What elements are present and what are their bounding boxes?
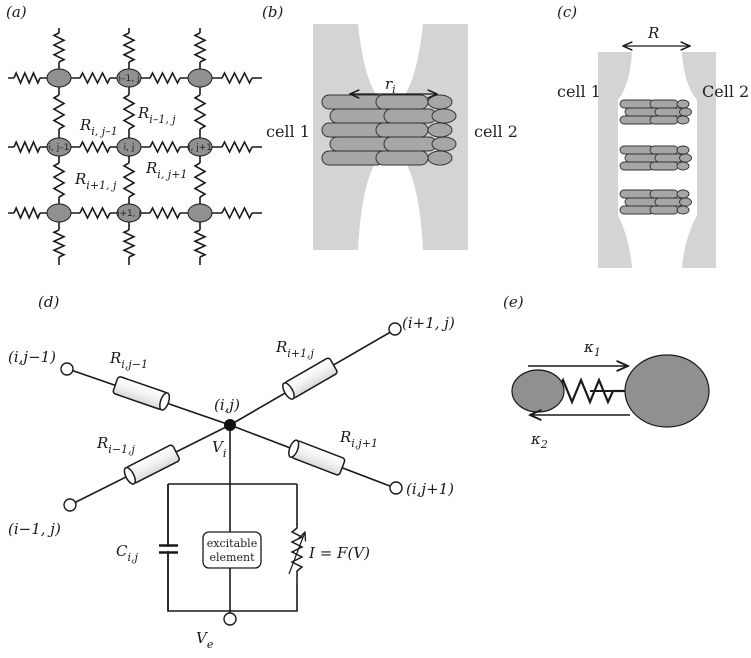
cell1-membrane-c bbox=[598, 52, 632, 268]
terminal-label-lower-right: (i,j+1) bbox=[406, 480, 454, 498]
terminal-lower-left bbox=[63, 498, 77, 512]
resistor-label-lower-left: Ri−1,j bbox=[96, 434, 136, 456]
label-r-i-jm1: Ri, j–1 bbox=[79, 116, 118, 138]
cell2-label-c: Cell 2 bbox=[702, 82, 749, 101]
cell2-membrane-b bbox=[396, 24, 468, 250]
terminal-label-upper-right: (i+1, j) bbox=[402, 314, 455, 332]
panel-c-label: (c) bbox=[557, 3, 577, 21]
terminal-label-lower-left: (i−1, j) bbox=[8, 520, 61, 538]
terminal-upper-right bbox=[388, 322, 402, 336]
node-label-center: i, j bbox=[124, 143, 135, 153]
node-center bbox=[116, 137, 142, 157]
panel-b: (b) ri cell 1 cell 2 bbox=[262, 3, 518, 250]
resistor-lower-left bbox=[123, 444, 180, 485]
capacitor bbox=[150, 544, 186, 554]
element-label-line1: excitable bbox=[207, 537, 257, 550]
resistor-lower-right bbox=[288, 439, 346, 476]
channel-bundle-b bbox=[321, 94, 457, 166]
resistor-upper-left bbox=[112, 376, 171, 411]
panel-e: (e) κ1 κ2 bbox=[503, 293, 710, 451]
element-label-line2: element bbox=[210, 551, 256, 564]
radius-label-c: R bbox=[647, 24, 659, 42]
backward-rate-label: κ2 bbox=[530, 430, 548, 451]
terminal-lower-right bbox=[389, 481, 403, 495]
resistor-label-upper-right: Ri+1,j bbox=[275, 338, 315, 360]
panel-c: (c) R cell 1 Cell 2 bbox=[557, 3, 749, 268]
center-node-label: (i,j) bbox=[214, 396, 240, 414]
node-label-bottom: i+1, j bbox=[117, 209, 141, 219]
small-sphere bbox=[511, 369, 565, 413]
cell2-membrane-c bbox=[682, 52, 716, 268]
node-label-left: i, j–1 bbox=[49, 143, 70, 153]
node-left bbox=[46, 137, 72, 157]
node-right bbox=[187, 137, 213, 157]
ground-label: Ve bbox=[196, 629, 214, 651]
panel-a: (a) i–1, j i, j–1 i, j i, j+1 i+1, j Ri,… bbox=[6, 3, 262, 265]
node-bottom bbox=[116, 203, 142, 223]
resistor-upper-right bbox=[282, 357, 338, 400]
grid-nodes bbox=[46, 68, 213, 223]
radius-label-b: ri bbox=[385, 75, 396, 96]
panel-b-label: (b) bbox=[262, 3, 283, 21]
capacitor-label: Ci,j bbox=[116, 542, 138, 564]
label-r-i-jp1: Ri, j+1 bbox=[145, 159, 187, 181]
network-lines bbox=[67, 329, 396, 617]
center-node bbox=[224, 419, 236, 431]
label-r-ip1-j: Ri+1, j bbox=[74, 170, 117, 192]
terminal-upper-left bbox=[60, 362, 74, 376]
voltage-label: Vi bbox=[212, 438, 226, 460]
cell2-label-b: cell 2 bbox=[474, 122, 518, 141]
terminal-label-upper-left: (i,j−1) bbox=[8, 348, 56, 366]
terminals bbox=[60, 322, 403, 626]
current-label: I = F(V) bbox=[308, 544, 370, 562]
node-label-right: i, j+1 bbox=[188, 143, 212, 153]
forward-rate-label: κ1 bbox=[583, 338, 601, 359]
resistor-label-upper-left: Ri,j−1 bbox=[109, 349, 148, 371]
panel-d-label: (d) bbox=[38, 293, 59, 311]
channel-clusters-c bbox=[619, 99, 692, 215]
excitable-element-box bbox=[202, 531, 262, 569]
resistor-zigzags bbox=[13, 32, 253, 258]
terminal-ground bbox=[223, 612, 237, 626]
large-sphere bbox=[624, 354, 710, 428]
variable-resistor-arrow bbox=[288, 532, 305, 575]
node-label-top: i–1, j bbox=[119, 74, 140, 84]
variable-resistor bbox=[290, 524, 304, 586]
resistor-label-lower-right: Ri,j+1 bbox=[339, 428, 378, 450]
node-top bbox=[116, 68, 142, 88]
panel-d: (d) bbox=[8, 293, 455, 651]
label-r-im1-j: Ri–1, j bbox=[137, 104, 176, 126]
cell1-label-c: cell 1 bbox=[557, 82, 601, 101]
panel-a-label: (a) bbox=[6, 3, 27, 21]
panel-e-label: (e) bbox=[503, 293, 524, 311]
cell1-label-b: cell 1 bbox=[266, 122, 310, 141]
